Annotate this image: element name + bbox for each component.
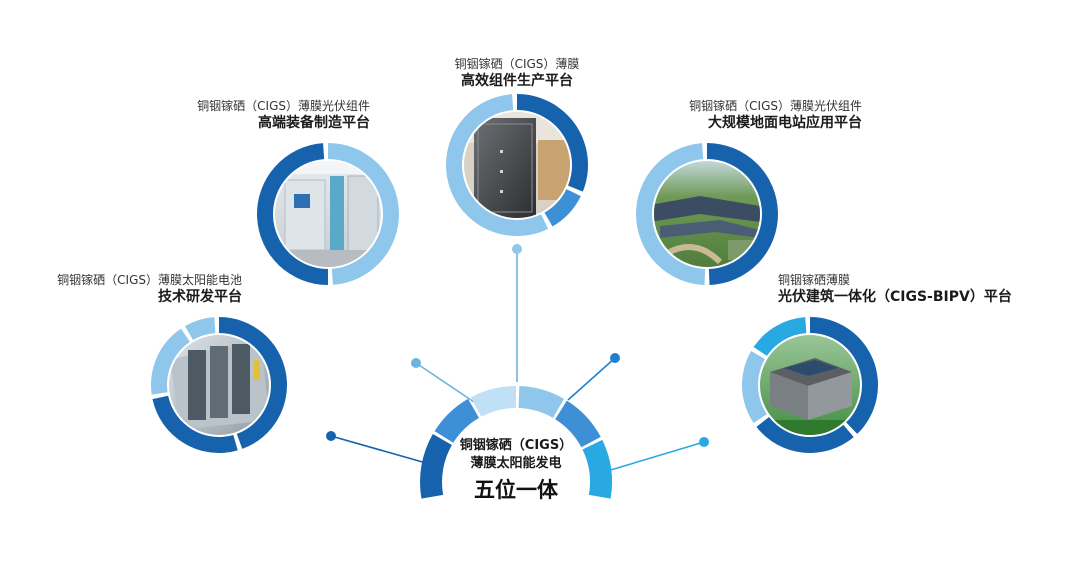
label-upper-right-main: 大规模地面电站应用平台 [708,115,862,132]
ring-ur-segment-0 [707,143,778,285]
ring-lower-right [742,317,879,453]
ring-top-segment-0 [517,94,588,192]
connector-dot-lower-left [326,431,336,441]
connector-upper-left [415,362,475,403]
ring-ll-segment-0 [219,317,288,449]
hub-text: 铜铟镓硒（CIGS） 薄膜太阳能发电 五位一体 [430,437,602,505]
ring-lr-segment-0 [810,317,879,434]
label-upper-left-main: 高端装备制造平台 [258,115,370,132]
label-lower-left-sub: 铜铟镓硒（CIGS）薄膜太阳能电池 [57,273,242,287]
ring-upper-left [257,143,400,285]
ring-ur-segment-1 [636,143,706,285]
connector-lower-right [603,441,705,473]
platform-node-upper-left [257,143,400,285]
label-lower-right-main: 光伏建筑一体化（CIGS-BIPV）平台 [778,289,1012,306]
ring-lr-segment-1 [756,417,854,453]
hub-ring-segment-2 [470,386,516,417]
photo-production-line [464,112,570,218]
ring-lr-segment-3 [753,317,807,356]
label-lower-left-main: 技术研发平台 [158,289,242,306]
ring-lower-left [151,317,288,453]
platform-node-lower-left [151,317,288,453]
platform-node-upper-right [636,143,778,285]
connector-dot-top [512,244,522,254]
hub-ring-segment-1 [434,398,479,443]
ring-ul-segment-1 [257,143,328,285]
ring-top [445,94,588,237]
ring-top-segment-2 [445,94,549,237]
connector-lower-left [330,435,434,466]
label-upper-left-sub: 铜铟镓硒（CIGS）薄膜光伏组件 [197,99,370,113]
hub-line-2: 薄膜太阳能发电 [470,456,562,471]
ring-upper-right [636,143,778,285]
label-lower-right-sub: 铜铟镓硒薄膜 [778,273,851,287]
platform-node-lower-right [742,317,879,453]
label-lower-left: 铜铟镓硒（CIGS）薄膜太阳能电池 技术研发平台 [30,272,242,307]
connector-lines [326,244,709,473]
hub-line-1: 铜铟镓硒（CIGS） [459,438,573,453]
label-top-sub: 铜铟镓硒（CIGS）薄膜 [454,57,580,71]
connector-dot-upper-left [411,358,421,368]
label-upper-right-sub: 铜铟镓硒（CIGS）薄膜光伏组件 [689,99,862,113]
label-lower-right: 铜铟镓硒薄膜 光伏建筑一体化（CIGS-BIPV）平台 [778,272,1068,307]
ring-lr-segment-2 [742,351,767,424]
hub-line-3: 五位一体 [474,478,558,502]
label-top: 铜铟镓硒（CIGS）薄膜 高效组件生产平台 [437,56,597,91]
hub-ring-segment-5 [582,439,613,499]
connector-dot-upper-right [610,353,620,363]
hub-ring-segment-3 [518,386,564,418]
hub-ring [420,386,613,499]
connector-dot-lower-right [699,437,709,447]
label-upper-left: 铜铟镓硒（CIGS）薄膜光伏组件 高端装备制造平台 [150,98,370,133]
label-upper-right: 铜铟镓硒（CIGS）薄膜光伏组件 大规模地面电站应用平台 [640,98,862,133]
photo-ground-station [654,161,760,267]
hub-ring-segment-0 [420,434,452,499]
label-top-main: 高效组件生产平台 [461,73,573,90]
ring-ll-segment-3 [185,317,216,340]
hub-ring-segment-4 [555,400,601,448]
ring-ll-segment-1 [152,395,238,453]
ring-ll-segment-2 [151,328,190,395]
connector-upper-right [567,357,616,401]
ring-top-segment-1 [544,189,581,227]
ring-ul-segment-0 [328,143,400,285]
photo-research-lab [169,335,269,435]
platform-node-top [445,94,588,237]
